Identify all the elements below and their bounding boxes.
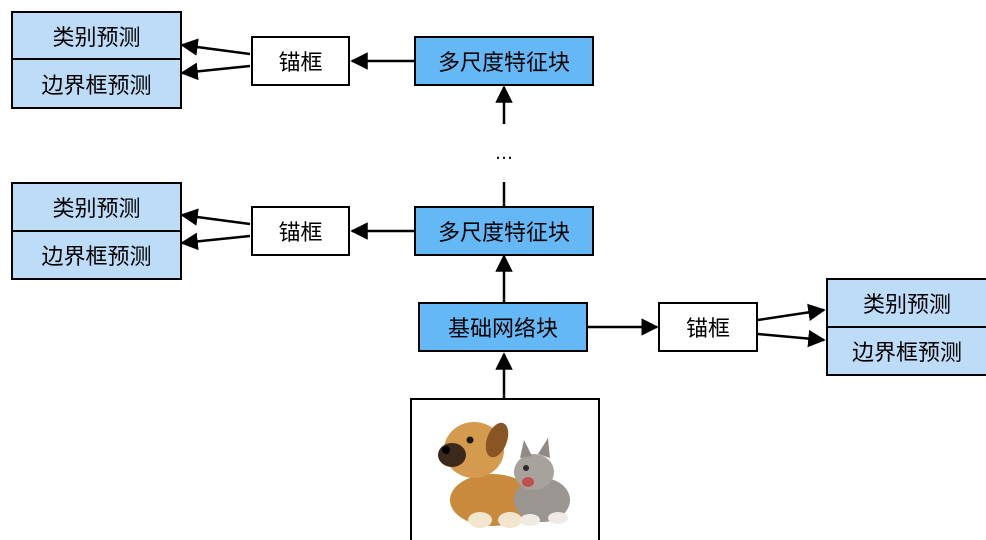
- puppy-kitten-illustration: [438, 422, 570, 528]
- class-prediction-box-middle: 类别预测: [11, 182, 182, 232]
- arrow-anchor-mid-to-class: [180, 208, 251, 226]
- multi-scale-feature-block-middle: 多尺度特征块: [414, 206, 594, 256]
- bbox-prediction-box-top: 边界框预测: [11, 58, 182, 109]
- bbox-prediction-box-middle: 边界框预测: [11, 230, 182, 280]
- arrow-anchor-right-to-bbox: [757, 329, 826, 348]
- arrow-anchor-top-to-bbox: [180, 62, 251, 81]
- class-prediction-box-right: 类别预测: [826, 278, 986, 328]
- anchor-box-top: 锚框: [251, 36, 350, 86]
- anchor-box-right: 锚框: [658, 302, 758, 352]
- ellipsis: …: [495, 143, 513, 164]
- input-image-puppy-kitten: [410, 398, 600, 540]
- arrow-anchor-top-to-class: [180, 38, 251, 56]
- base-network-block: 基础网络块: [418, 302, 588, 352]
- multi-scale-feature-block-top: 多尺度特征块: [414, 36, 594, 86]
- arrow-anchor-right-to-class: [757, 303, 826, 322]
- anchor-box-middle: 锚框: [251, 206, 350, 256]
- class-prediction-box-top: 类别预测: [11, 11, 182, 60]
- bbox-prediction-box-right: 边界框预测: [826, 326, 986, 376]
- arrow-anchor-mid-to-bbox: [180, 232, 251, 251]
